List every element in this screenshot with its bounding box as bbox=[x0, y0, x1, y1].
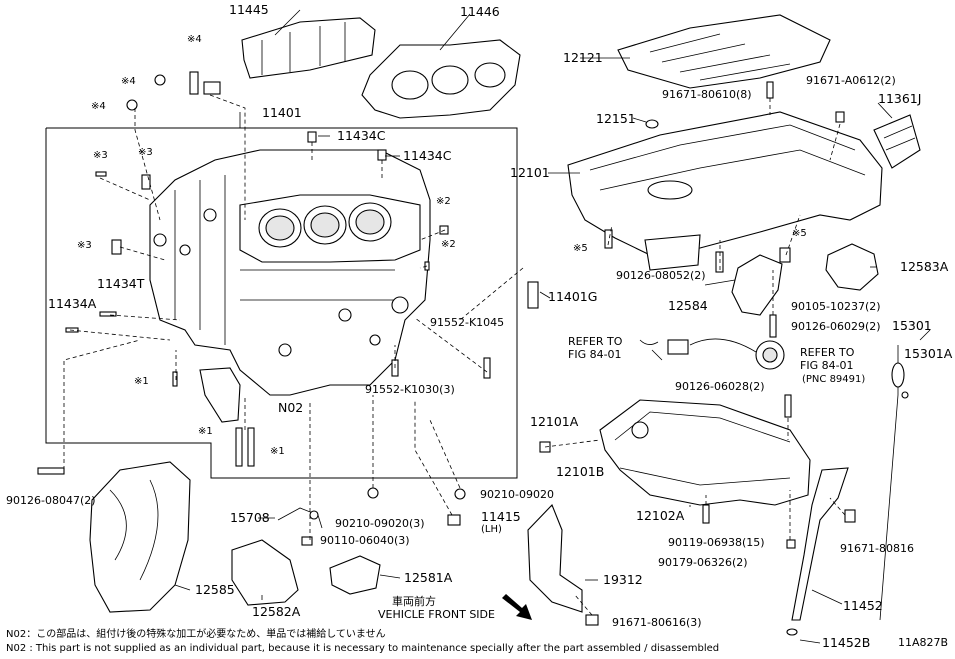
refer-1-line2[interactable]: FIG 84-01 bbox=[568, 348, 622, 361]
part-19312 bbox=[527, 504, 583, 613]
part-12582a bbox=[231, 539, 299, 606]
part-12581a bbox=[329, 555, 381, 595]
label-15708[interactable]: 15708 bbox=[230, 510, 270, 525]
assembly-frame bbox=[45, 127, 518, 479]
label-91671-a0612[interactable]: 91671-A0612(2) bbox=[806, 74, 896, 87]
label-19312[interactable]: 19312 bbox=[603, 572, 643, 587]
label-90179-06326[interactable]: 90179-06326(2) bbox=[658, 556, 748, 569]
label-11434c-a[interactable]: 11434C bbox=[337, 128, 386, 143]
label-12584[interactable]: 12584 bbox=[668, 298, 708, 313]
label-90126-08052[interactable]: 90126-08052(2) bbox=[616, 269, 706, 282]
mark-4-b: ※4 bbox=[121, 76, 136, 87]
label-15301a[interactable]: 15301A bbox=[904, 346, 953, 361]
label-12151[interactable]: 12151 bbox=[596, 111, 636, 126]
label-12582a[interactable]: 12582A bbox=[252, 604, 301, 619]
part-11452 bbox=[786, 467, 849, 636]
part-11361j bbox=[873, 114, 921, 169]
mark-1-b: ※1 bbox=[198, 426, 213, 437]
label-15301[interactable]: 15301 bbox=[892, 318, 932, 333]
mark-4-a: ※4 bbox=[187, 34, 202, 45]
label-90210-09020-b[interactable]: 90210-09020 bbox=[480, 488, 554, 501]
leader-lines bbox=[63, 9, 931, 644]
part-12101 bbox=[567, 111, 883, 271]
part-12584 bbox=[731, 254, 783, 316]
label-90110-06040[interactable]: 90110-06040(3) bbox=[320, 534, 410, 547]
diagram-id: 11A827B bbox=[898, 636, 948, 649]
label-91552-k1030[interactable]: 91552-K1030(3) bbox=[365, 383, 455, 396]
label-11445[interactable]: 11445 bbox=[229, 2, 269, 17]
labels: 11445 11446 12121 11401 11434C 11434C 91… bbox=[6, 2, 953, 650]
label-90126-06029[interactable]: 90126-06029(2) bbox=[791, 320, 881, 333]
label-11361j[interactable]: 11361J bbox=[878, 91, 921, 106]
label-11446[interactable]: 11446 bbox=[460, 4, 500, 19]
label-12101b[interactable]: 12101B bbox=[556, 464, 604, 479]
refer-2-line2[interactable]: FIG 84-01 bbox=[800, 359, 854, 372]
label-11434a[interactable]: 11434A bbox=[48, 296, 97, 311]
label-n02[interactable]: N02 bbox=[278, 400, 303, 415]
label-11401g[interactable]: 11401G bbox=[548, 289, 597, 304]
part-11446 bbox=[361, 39, 521, 119]
mark-3-a: ※3 bbox=[93, 150, 108, 161]
label-11452b[interactable]: 11452B bbox=[822, 635, 870, 650]
label-91552-k1045[interactable]: 91552-K1045 bbox=[430, 316, 504, 329]
marks: ※4 ※4 ※4 ※3 ※3 ※3 ※2 ※2 ※5 ※5 ※1 ※1 ※1 bbox=[77, 34, 807, 457]
label-91671-80610[interactable]: 91671-80610(8) bbox=[662, 88, 752, 101]
label-91671-80816[interactable]: 91671-80816 bbox=[840, 542, 914, 555]
part-12585 bbox=[89, 461, 191, 613]
label-11415[interactable]: 11415 bbox=[481, 509, 521, 524]
label-11452[interactable]: 11452 bbox=[843, 598, 883, 613]
label-90105-10237[interactable]: 90105-10237(2) bbox=[791, 300, 881, 313]
label-12585[interactable]: 12585 bbox=[195, 582, 235, 597]
part-12151 bbox=[645, 119, 659, 129]
refer-1-line1[interactable]: REFER TO bbox=[568, 335, 623, 348]
part-15708 bbox=[277, 507, 323, 529]
front-arrow-icon bbox=[502, 594, 532, 620]
mark-5-a: ※5 bbox=[573, 243, 588, 254]
mark-4-c: ※4 bbox=[91, 101, 106, 112]
label-12101[interactable]: 12101 bbox=[510, 165, 550, 180]
part-15301 bbox=[879, 345, 909, 621]
label-11401[interactable]: 11401 bbox=[262, 105, 302, 120]
mark-2-a: ※2 bbox=[436, 196, 451, 207]
label-91671-80616[interactable]: 91671-80616(3) bbox=[612, 616, 702, 629]
note-n02-jp: N02：この部品は、組付け後の特殊な加工が必要なため、単品では補給していません bbox=[6, 627, 386, 640]
refer-2-line1[interactable]: REFER TO bbox=[800, 346, 855, 359]
label-90210-09020-a[interactable]: 90210-09020(3) bbox=[335, 517, 425, 530]
part-12102a bbox=[599, 399, 811, 506]
front-jp: 車両前方 bbox=[392, 594, 436, 608]
label-12101a[interactable]: 12101A bbox=[530, 414, 579, 429]
label-90119-06938[interactable]: 90119-06938(15) bbox=[668, 536, 765, 549]
oil-level-sensor bbox=[639, 338, 785, 370]
part-11445 bbox=[241, 17, 376, 79]
label-11415-lh[interactable]: (LH) bbox=[481, 524, 502, 535]
label-12583a[interactable]: 12583A bbox=[900, 259, 949, 274]
mark-2-b: ※2 bbox=[441, 239, 456, 250]
note-n02-en: N02 : This part is not supplied as an in… bbox=[6, 643, 719, 654]
label-12102a[interactable]: 12102A bbox=[636, 508, 685, 523]
label-11434c-b[interactable]: 11434C bbox=[403, 148, 452, 163]
label-11434t[interactable]: 11434T bbox=[97, 276, 145, 291]
front-en: VEHICLE FRONT SIDE bbox=[378, 608, 495, 621]
label-12121[interactable]: 12121 bbox=[563, 50, 603, 65]
part-12583a bbox=[825, 243, 879, 291]
label-12581a[interactable]: 12581A bbox=[404, 570, 453, 585]
mark-3-b: ※3 bbox=[138, 147, 153, 158]
mark-3-c: ※3 bbox=[77, 240, 92, 251]
mark-1-c: ※1 bbox=[270, 446, 285, 457]
cylinder-block bbox=[149, 149, 431, 423]
bolts bbox=[37, 71, 856, 626]
mark-5-b: ※5 bbox=[792, 228, 807, 239]
label-90126-08047[interactable]: 90126-08047(2) bbox=[6, 494, 96, 507]
mark-1-a: ※1 bbox=[134, 376, 149, 387]
part-12121 bbox=[617, 14, 831, 89]
label-90126-06028[interactable]: 90126-06028(2) bbox=[675, 380, 765, 393]
refer-2-pnc[interactable]: (PNC 89491) bbox=[802, 374, 865, 385]
